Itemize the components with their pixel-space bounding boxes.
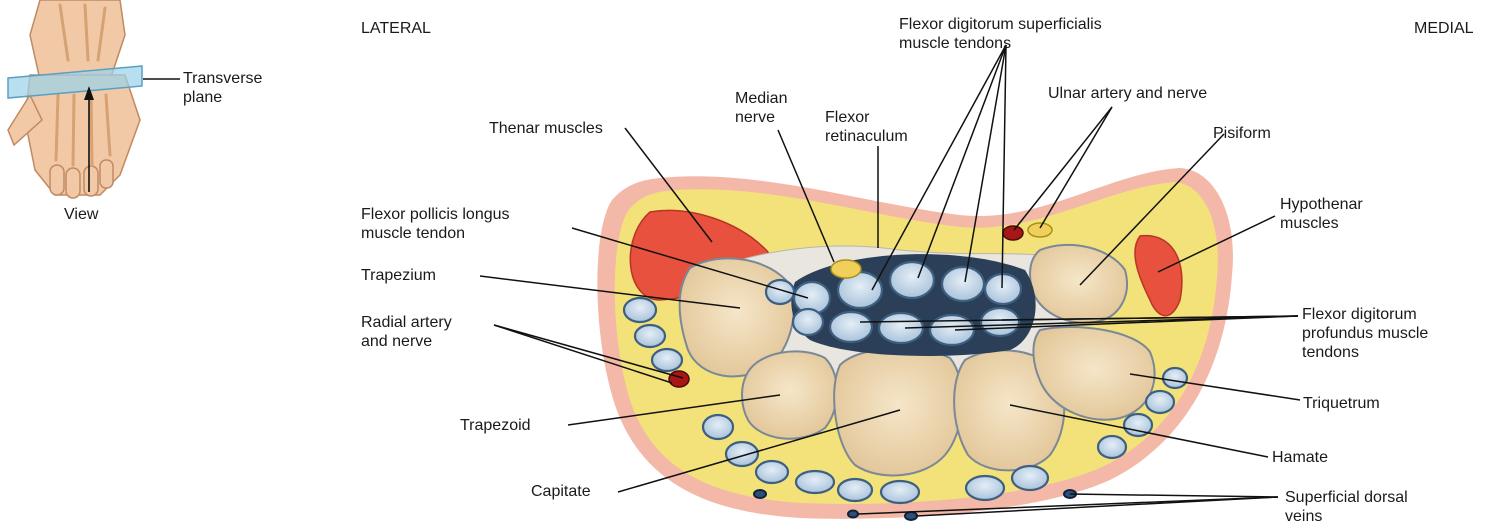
label-lateral: LATERAL <box>361 19 431 38</box>
ulnar-artery <box>1003 226 1023 240</box>
label-trapezium: Trapezium <box>361 266 436 285</box>
median-nerve <box>831 260 861 278</box>
label-ulnar-artery-and-nerve: Ulnar artery and nerve <box>1048 84 1207 103</box>
capitate-bone <box>834 348 962 475</box>
label-view: View <box>64 205 98 224</box>
label-trapezoid: Trapezoid <box>460 416 531 435</box>
label-pisiform: Pisiform <box>1213 124 1271 143</box>
hand-inset <box>8 0 180 198</box>
cross-section <box>597 168 1233 520</box>
label-triquetrum: Triquetrum <box>1303 394 1380 413</box>
trapezoid-bone <box>742 351 837 438</box>
radial-artery <box>669 371 689 387</box>
label-hamate: Hamate <box>1272 448 1328 467</box>
ulnar-nerve <box>1028 223 1052 237</box>
label-capitate: Capitate <box>531 482 591 501</box>
label-medial: MEDIAL <box>1414 19 1474 38</box>
label-thenar-muscles: Thenar muscles <box>489 119 603 138</box>
